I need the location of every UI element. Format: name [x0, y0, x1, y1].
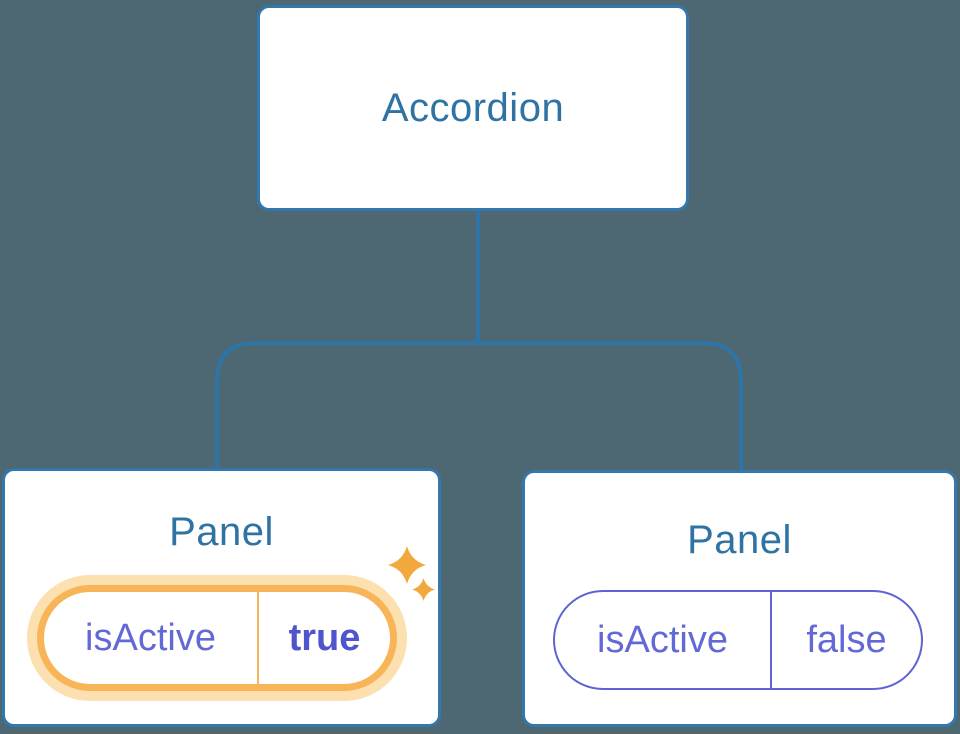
accordion-node: Accordion [257, 5, 689, 211]
state-pill-inactive: isActive false [553, 590, 923, 690]
panel-title: Panel [169, 510, 274, 554]
panel-title: Panel [687, 518, 792, 562]
state-key: isActive [597, 618, 728, 661]
sparkle-icon [412, 578, 435, 601]
sparkle-icon [388, 546, 426, 584]
pill-divider [770, 592, 772, 688]
pill-divider [257, 592, 259, 684]
state-pill-active: isActive true [37, 585, 397, 691]
state-key: isActive [85, 616, 216, 659]
state-value: false [806, 618, 887, 661]
accordion-label: Accordion [381, 85, 565, 130]
state-value: true [288, 616, 361, 659]
panel-node-active: Panel isActive true [2, 468, 441, 727]
panel-node-inactive: Panel isActive false [522, 470, 957, 727]
connector-branch [215, 341, 743, 470]
